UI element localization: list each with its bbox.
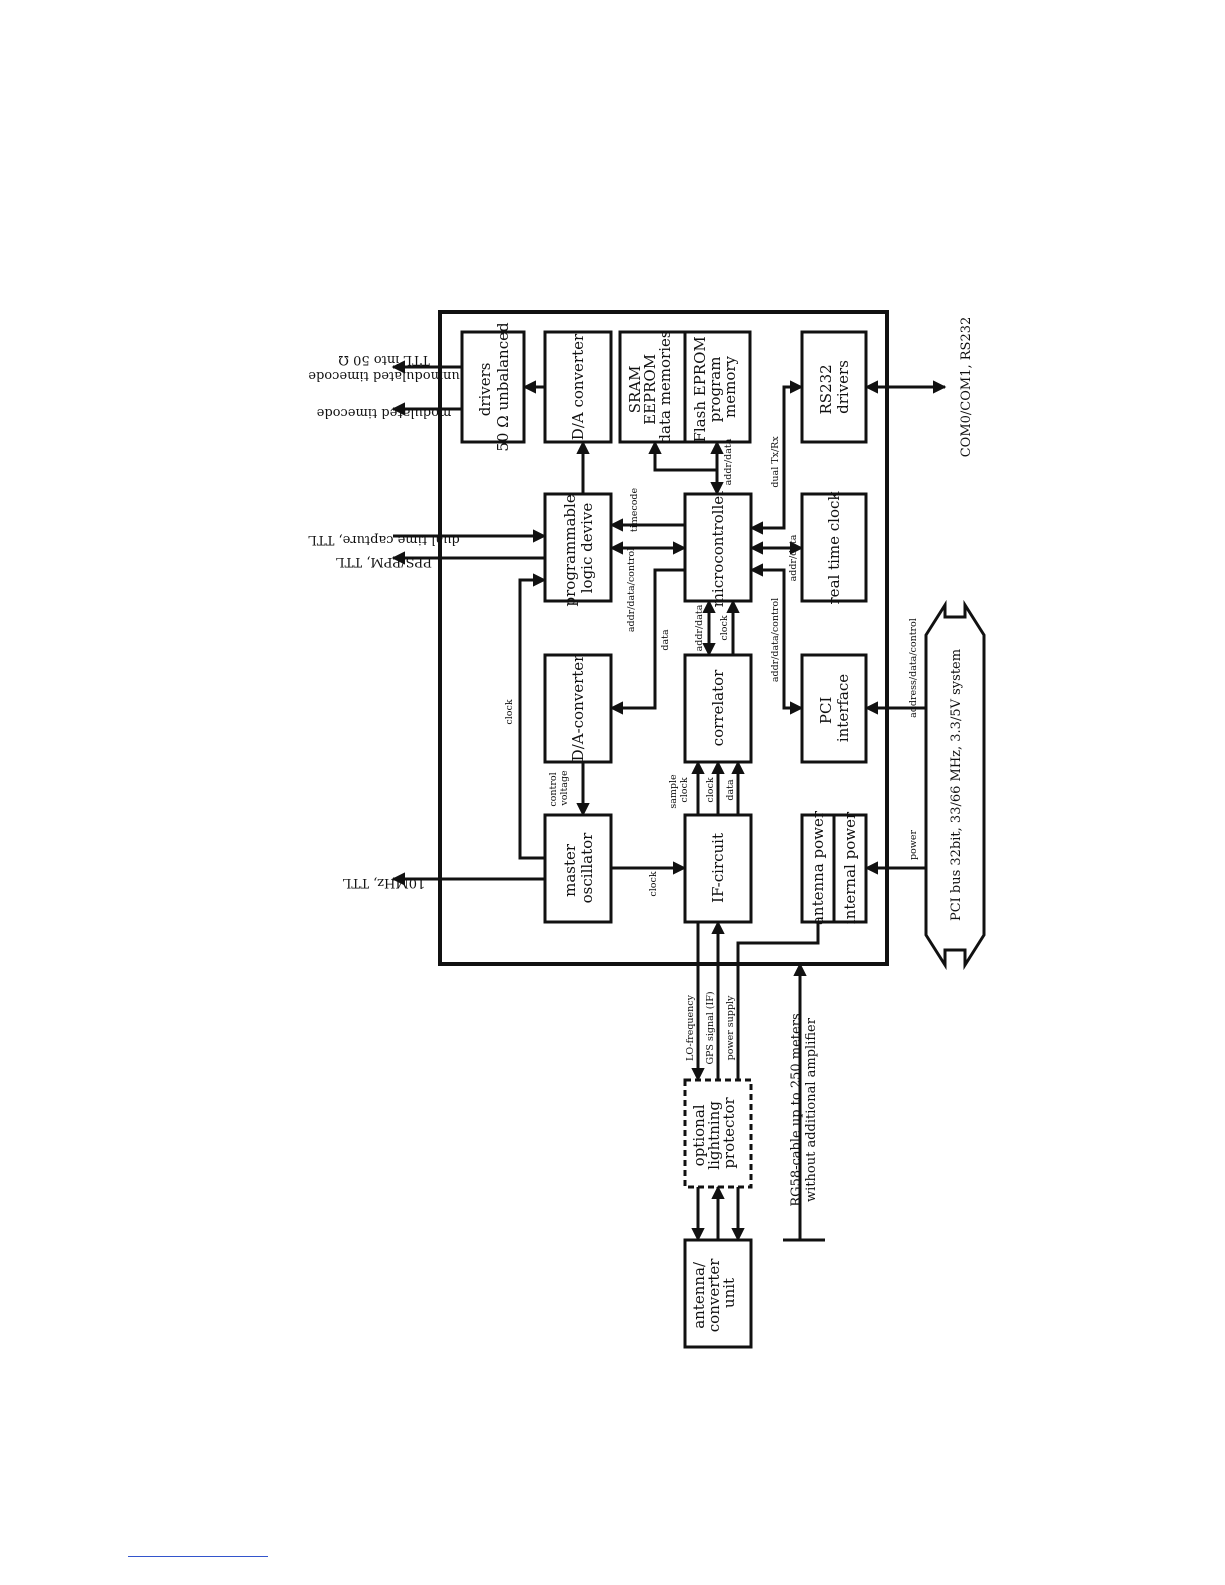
antenna-unit-label-1: antenna/ — [690, 1261, 708, 1329]
memory-program-label-3: memory — [721, 355, 739, 418]
mc-rs232 — [749, 380, 804, 535]
svg-text:master oscillator: master oscillator — [561, 832, 596, 904]
power-supply-line — [736, 922, 820, 1080]
com-label: COM0/COM1, RS232 — [959, 317, 974, 458]
antenna-unit-label-2: converter — [705, 1258, 723, 1333]
svg-text:Flash EPROM program: Flash EPROM program memory — [691, 331, 739, 442]
mem-data-branch — [648, 440, 717, 472]
svg-text:programmable logic deviv: programmable logic devive — [561, 490, 596, 607]
correlator-block: correlator — [683, 653, 753, 764]
svg-text:control voltage: control voltage — [548, 769, 570, 806]
cable-label-2: without additional amplifier — [804, 1017, 819, 1202]
board-outline — [438, 310, 889, 966]
signal-data-mc-dac: data — [660, 629, 671, 651]
footer-rule — [128, 1556, 268, 1557]
signal-clock-corr: clock — [719, 615, 730, 640]
memory-data-label-1: SRAM — [626, 366, 644, 414]
if-circuit-label: IF-circuit — [709, 833, 727, 903]
signal-clock-osc-pld: clock — [504, 699, 515, 724]
pci-bus-arrow — [924, 599, 986, 971]
da-converter-top-label: D/A converter — [569, 333, 587, 440]
microcontroller-label: microcontroller — [709, 488, 727, 607]
rtc-label: real time clock — [825, 491, 843, 605]
capture-label: dual time capture, TTL — [308, 532, 460, 547]
signal-control-voltage-1: control — [548, 772, 559, 806]
da-converter-top-block: D/A converter — [543, 330, 613, 444]
svg-text:SRAM EEPROM data m: SRAM EEPROM data memories — [626, 330, 674, 443]
da-converter-mid-block: D/A-converter — [543, 653, 613, 764]
signal-addr-data-pci: addr/data/control — [770, 598, 781, 682]
drivers-label-1: drivers — [476, 362, 494, 416]
svg-text:PCI interface: PCI interface — [817, 674, 852, 742]
signal-addr-data-corr: addr/data — [694, 604, 705, 651]
svg-text:drivers 50 Ω unbalanced: drivers 50 Ω unbalanced — [476, 322, 512, 452]
pcibus-label: PCI bus 32bit, 33/66 MHz, 3.3/5V system — [949, 649, 964, 921]
pld-block: programmable logic devive — [543, 490, 613, 607]
rs232-label-2: drivers — [834, 360, 852, 414]
lightning-protector-block: optional lightning protector — [683, 1078, 753, 1189]
drivers-block: drivers 50 Ω unbalanced — [460, 322, 526, 452]
signal-lo-frequency: LO-frequency — [685, 994, 696, 1061]
rs232-label-1: RS232 — [817, 364, 835, 414]
svg-text:RS232 drivers: RS232 drivers — [817, 360, 852, 415]
osc-to-pld-clock — [518, 573, 547, 860]
correlator-label: correlator — [709, 669, 727, 746]
unmodulated-timecode-label-1: unmodulated timecode — [308, 368, 460, 383]
mc-to-dac-mid — [609, 568, 685, 715]
pps-label: PPS/PPM, TTL — [336, 554, 432, 569]
mc-pci — [749, 563, 804, 715]
cable-label-1: RG58-cable up to 250 meters — [789, 1013, 804, 1206]
signal-data-if: data — [725, 779, 736, 801]
da-converter-mid-label: D/A-converter — [569, 654, 587, 761]
svg-text:optional lightning: optional lightning protector — [690, 1096, 738, 1169]
oscillator-block: master oscillator — [543, 813, 613, 924]
memory-data-label-2: EEPROM — [641, 354, 659, 425]
signal-addr-data-rtc: addr/data — [788, 534, 799, 581]
tenmhz-label: 10MHz, TTL — [342, 875, 425, 890]
antenna-unit-label-3: unit — [720, 1278, 738, 1308]
signal-sample-clock-2: clock — [679, 777, 690, 802]
signal-addr-data-control-pld: addr/data/control — [626, 548, 637, 632]
signal-clock-if: clock — [705, 777, 716, 802]
lightning-label-1: optional — [690, 1104, 708, 1166]
antenna-unit-block: antenna/ converter unit — [683, 1238, 753, 1349]
signal-address-pci-bus: address/data/control — [908, 618, 919, 718]
pld-label-2: logic devive — [578, 503, 596, 594]
drivers-label-2: 50 Ω unbalanced — [494, 322, 512, 452]
signal-clock-osc-if: clock — [648, 871, 659, 896]
if-circuit-block: IF-circuit — [683, 813, 753, 924]
lightning-label-2: lightning — [705, 1101, 723, 1170]
memory-block: SRAM EEPROM data memories Flash EPROM pr… — [618, 330, 752, 444]
pci-block: PCI interface — [800, 653, 868, 764]
rs232-block: RS232 drivers — [800, 330, 868, 444]
signal-power: power — [908, 830, 919, 861]
signal-gps: GPS signal (IF) — [705, 991, 716, 1064]
signal-power-supply: power supply — [725, 995, 736, 1060]
internal-power-label: internal power — [841, 811, 859, 924]
oscillator-label-1: master — [561, 843, 579, 897]
memory-data-label-3: data memories — [656, 330, 674, 443]
unmodulated-timecode-label-2: TTL into 50 Ω — [338, 352, 430, 367]
svg-text:sample clock: sample clock — [668, 771, 690, 808]
modulated-timecode-label: modulated timecode — [316, 405, 451, 420]
microcontroller-block: microcontroller — [683, 488, 753, 607]
lightning-label-3: protector — [720, 1097, 738, 1169]
signal-timecode: timecode — [629, 488, 640, 533]
pci-label-2: interface — [834, 674, 852, 742]
pci-label-1: PCI — [817, 697, 835, 725]
signal-control-voltage-2: voltage — [559, 770, 570, 807]
memory-program-label-2: program — [706, 357, 724, 423]
signal-dual-txrx: dual Tx/Rx — [770, 436, 781, 488]
svg-text:antenna/ converter: antenna/ converter unit — [690, 1254, 738, 1332]
memory-program-label-1: Flash EPROM — [691, 336, 709, 442]
signal-addr-data-mem: addr/data — [723, 438, 734, 485]
rtc-block: real time clock — [800, 491, 868, 605]
oscillator-label-2: oscillator — [578, 832, 596, 904]
antenna-power-label: antenna power — [809, 810, 827, 925]
pld-label-1: programmable — [561, 494, 579, 606]
power-block: antenna power internal power — [800, 810, 868, 925]
signal-sample-clock-1: sample — [668, 774, 679, 809]
